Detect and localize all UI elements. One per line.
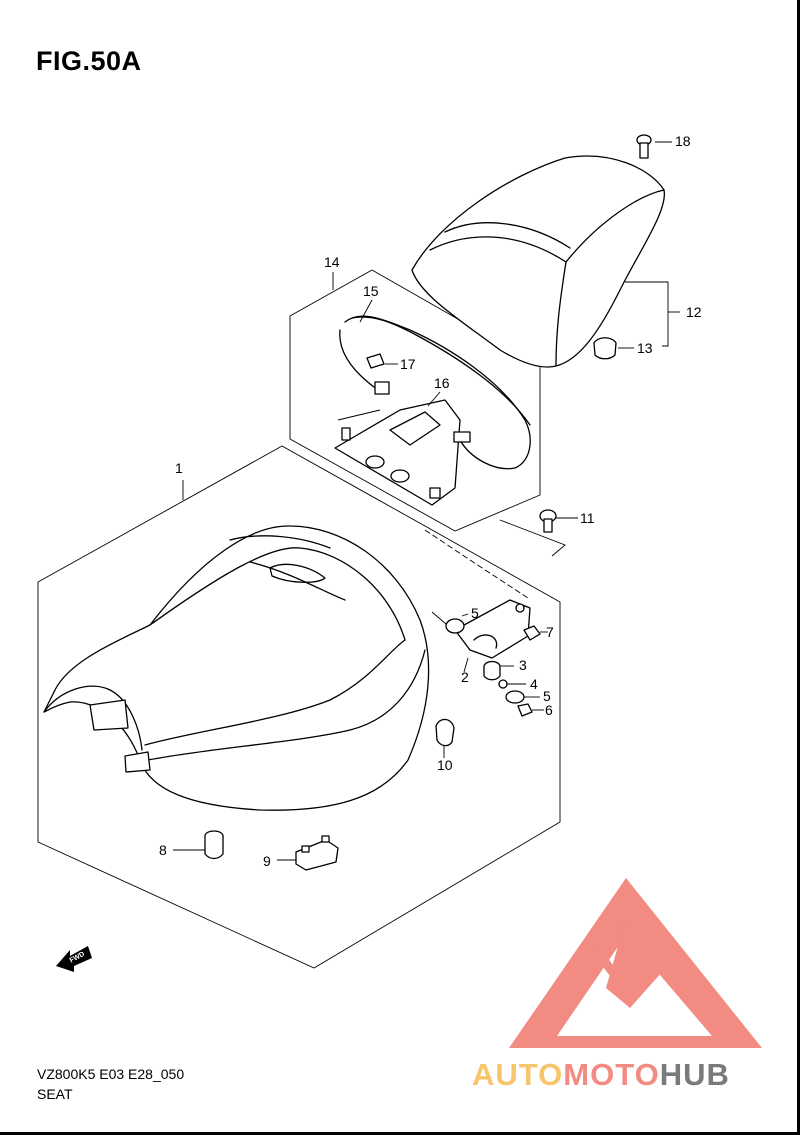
- seat-bracket-16: [334, 399, 471, 506]
- nut-7: [523, 625, 541, 641]
- callout-6: 6: [545, 702, 553, 718]
- seat-assembly-outline: [37, 445, 561, 969]
- callout-4: 4: [530, 676, 538, 692]
- callout-lines: [173, 141, 680, 861]
- figure-title: FIG.50A: [36, 46, 142, 76]
- hook-bracket-2: [454, 599, 531, 659]
- callout-5-upper: 5: [471, 605, 479, 621]
- guide-line: [499, 519, 566, 557]
- callout-10: 10: [437, 757, 453, 773]
- cushion-13: [593, 337, 617, 360]
- guide-line: [424, 529, 529, 599]
- section-name: SEAT: [37, 1086, 73, 1102]
- washer-5-lower: [505, 690, 525, 704]
- watermark-logo: AUTOMOTOHUB: [472, 878, 762, 1092]
- seat-emblem: [249, 561, 346, 601]
- callout-5-lower: 5: [543, 688, 551, 704]
- bolt-11: [539, 509, 557, 533]
- washer-5-upper: [445, 618, 465, 634]
- callout-7: 7: [546, 624, 554, 640]
- callout-9: 9: [263, 853, 271, 869]
- collar-4: [498, 679, 508, 689]
- cushion-9: [295, 835, 339, 871]
- rider-seat: [43, 525, 430, 811]
- callout-1: 1: [175, 460, 183, 476]
- watermark-auto: AUTOMOTOHUB: [472, 1057, 730, 1092]
- bolt-18: [636, 134, 652, 159]
- cushion-10: [435, 718, 455, 747]
- callout-13: 13: [637, 340, 653, 356]
- callout-15: 15: [363, 283, 379, 299]
- fwd-arrow-icon: FWD: [56, 946, 92, 972]
- damper-3: [483, 660, 501, 681]
- watermark-triangle-icon: [509, 878, 762, 1048]
- callout-2: 2: [461, 669, 469, 685]
- callout-3: 3: [519, 657, 527, 673]
- cushion-8: [204, 830, 224, 860]
- pillion-seat: [411, 155, 665, 368]
- callout-18: 18: [675, 133, 691, 149]
- callout-8: 8: [159, 842, 167, 858]
- callout-12: 12: [686, 304, 702, 320]
- callout-16: 16: [434, 375, 450, 391]
- callout-labels: 1 2 3 4 5 5 6 7 8 9 10 11 12 13 14 15 16…: [159, 133, 702, 869]
- callout-14: 14: [324, 254, 340, 270]
- nut-6: [517, 703, 533, 717]
- callout-17: 17: [400, 356, 416, 372]
- nut-17: [366, 353, 390, 395]
- model-code: VZ800K5 E03 E28_050: [37, 1066, 185, 1082]
- bracket-assembly-outline: [289, 269, 541, 532]
- guide-line: [337, 409, 381, 421]
- seat-cable-15: [339, 315, 531, 470]
- callout-11: 11: [580, 510, 595, 526]
